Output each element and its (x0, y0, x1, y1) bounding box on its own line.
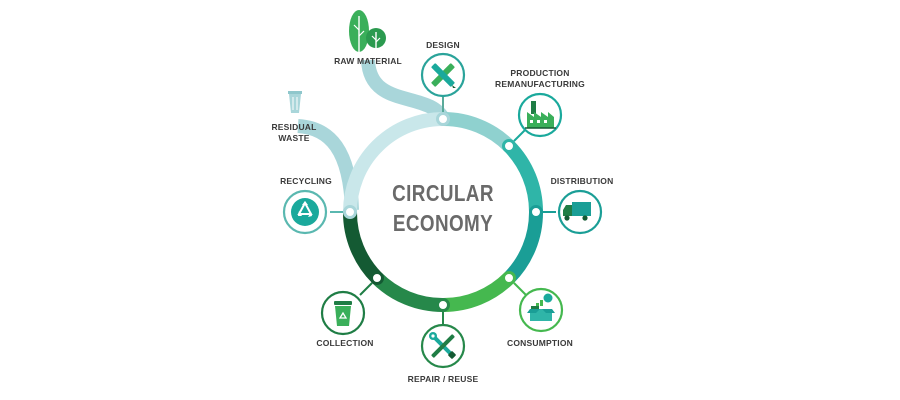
truck-icon (557, 189, 603, 235)
label-residual-waste-line1: RESIDUAL (271, 122, 317, 132)
label-production-line2: REMANUFACTURING (495, 79, 585, 89)
ring-segment-distribution-consumption (503, 211, 544, 283)
ring-segment-recycling-design (343, 112, 444, 213)
label-design: DESIGN (426, 40, 460, 50)
ring-segment-production-distribution (503, 141, 544, 213)
shopping-box-icon (518, 287, 564, 333)
label-production: PRODUCTION REMANUFACTURING (488, 68, 592, 90)
trees-icon (349, 10, 386, 52)
ring-segment-repair-collection (372, 272, 444, 313)
node-collection (370, 271, 384, 285)
raw-material-flow (361, 59, 451, 124)
node-repair (436, 298, 450, 312)
label-raw-material: RAW MATERIAL (334, 56, 402, 66)
label-repair-reuse: REPAIR / REUSE (407, 374, 479, 384)
label-residual-waste-line2: WASTE (278, 133, 310, 143)
center-title-line2: ECONOMY (392, 210, 494, 236)
recycle-bin-icon (320, 290, 366, 336)
wrench-screwdriver-icon (420, 323, 466, 369)
label-collection: COLLECTION (316, 338, 374, 348)
trash-can-icon (288, 91, 302, 113)
label-residual-waste: RESIDUAL WASTE (262, 122, 326, 144)
label-recycling: RECYCLING (280, 176, 332, 186)
node-distribution (529, 205, 543, 219)
node-consumption (502, 271, 516, 285)
center-title: CIRCULAR ECONOMY (375, 178, 511, 238)
ruler-pencil-icon (420, 52, 466, 98)
factory-icon (517, 92, 563, 138)
label-distribution: DISTRIBUTION (550, 176, 614, 186)
ring-segment-collection-recycling (342, 211, 383, 283)
connector-collection (359, 282, 373, 296)
node-recycling (343, 205, 357, 219)
ring-segment-design-production (442, 111, 514, 152)
connector-consumption (513, 282, 527, 296)
recycle-icon (282, 189, 328, 235)
label-production-line1: PRODUCTION (510, 68, 570, 78)
center-title-line1: CIRCULAR (392, 180, 494, 206)
node-design (436, 112, 450, 126)
node-production (502, 139, 516, 153)
ring-segment-consumption-repair (442, 272, 514, 313)
label-consumption: CONSUMPTION (507, 338, 573, 348)
